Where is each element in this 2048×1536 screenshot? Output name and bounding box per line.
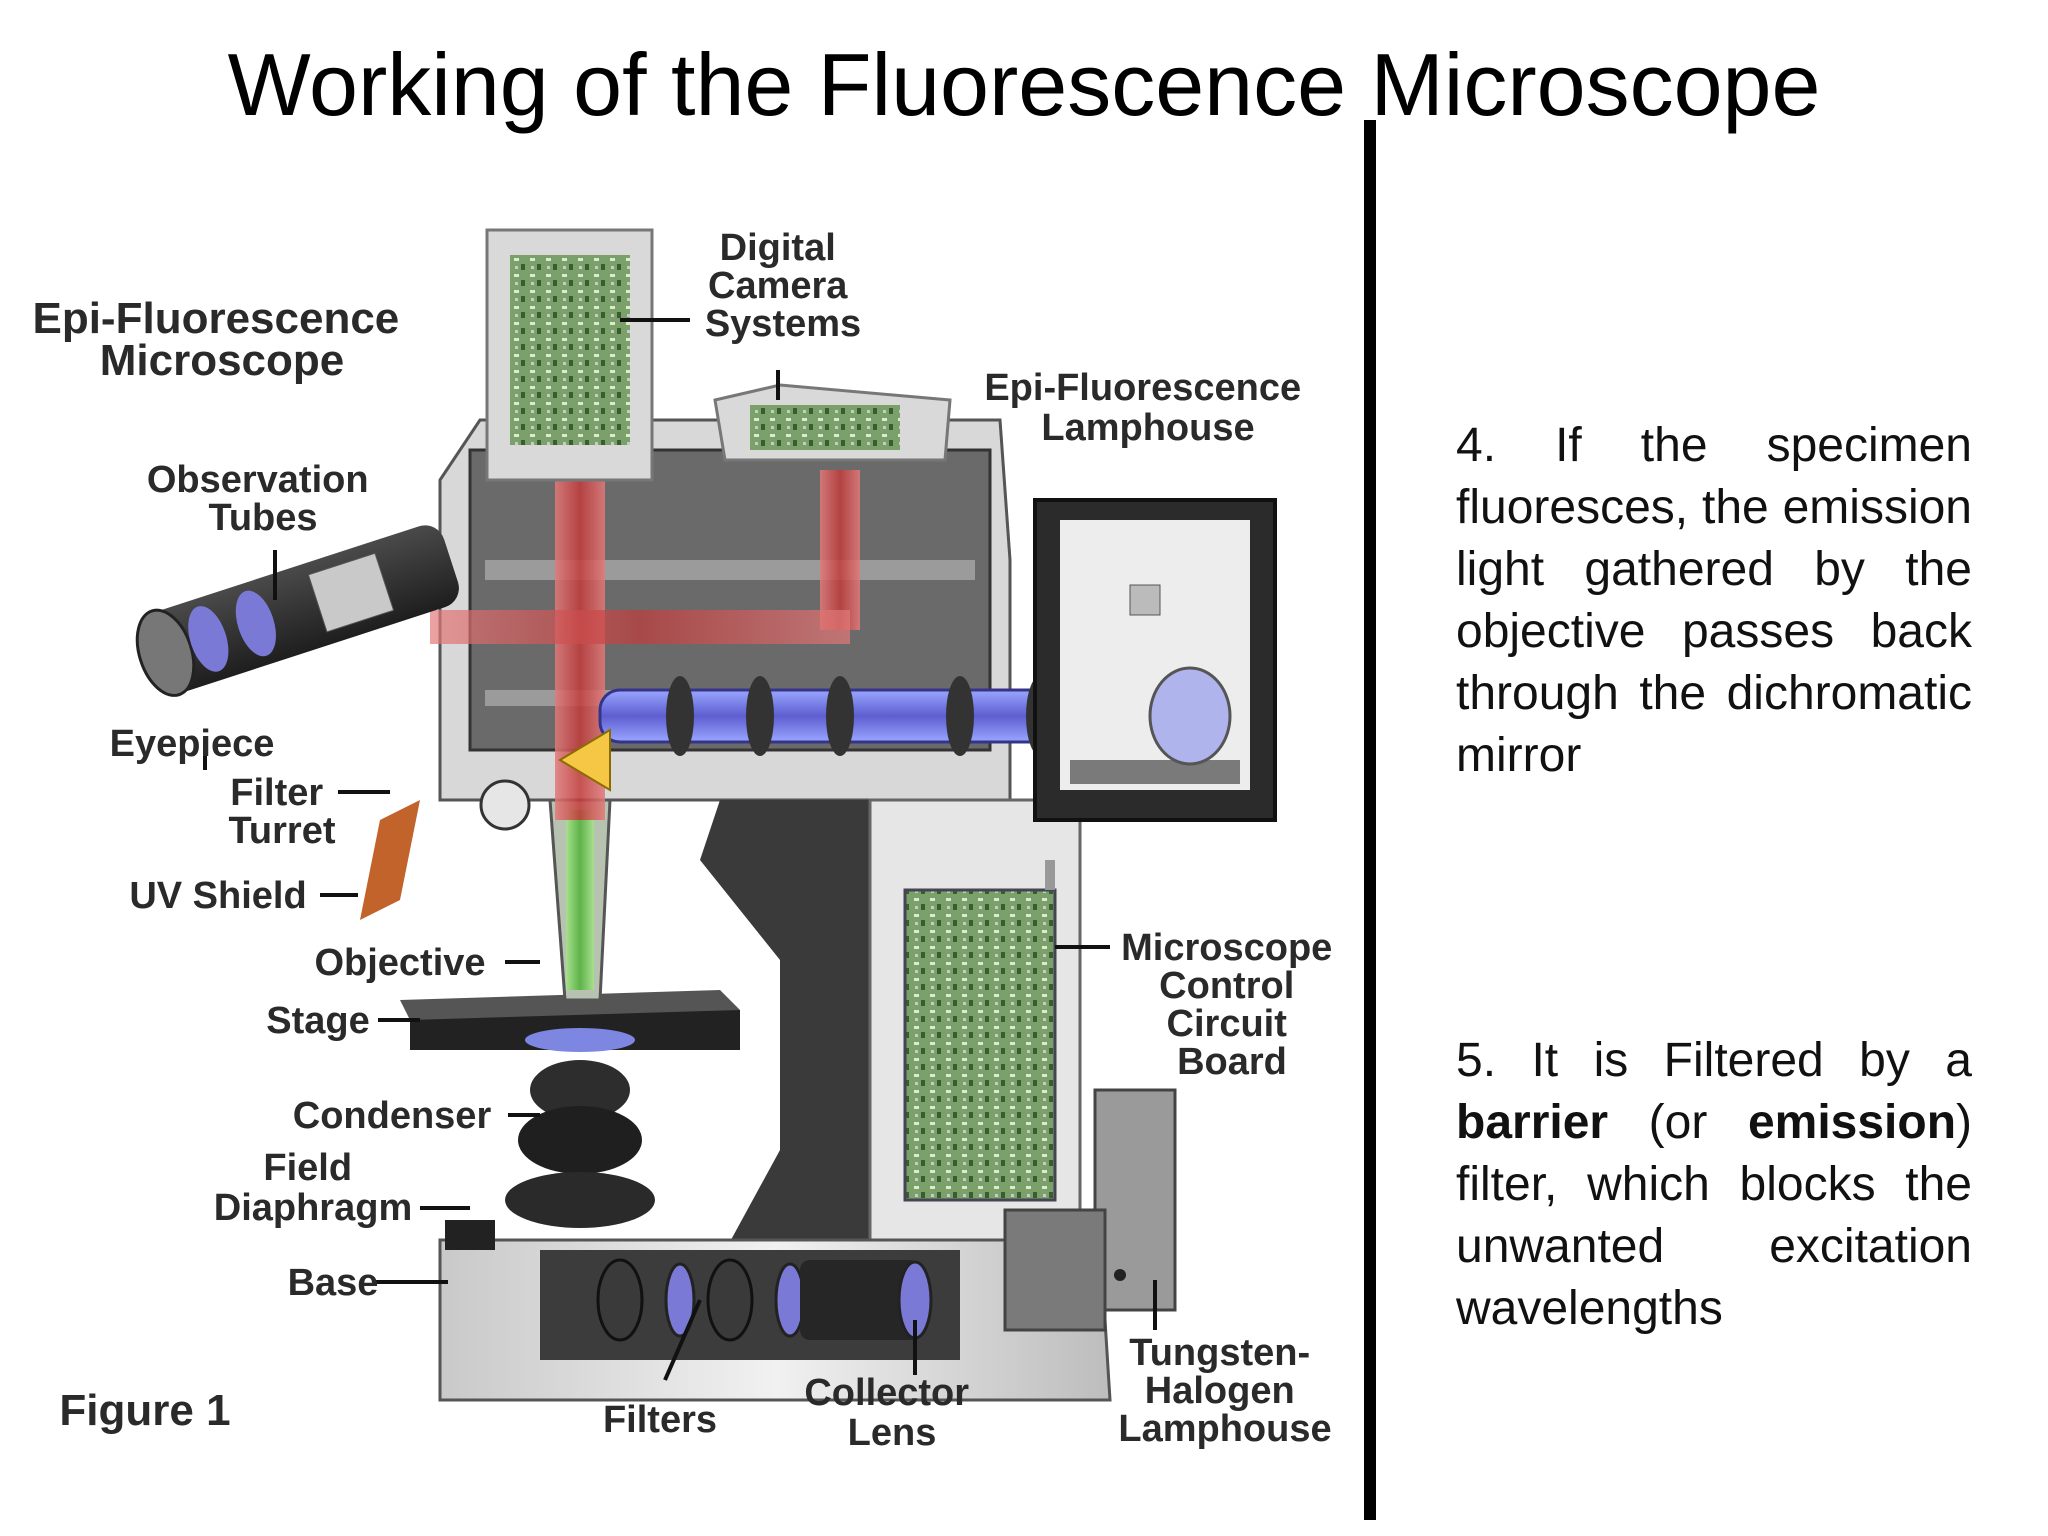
label-stage: Stage	[266, 1000, 369, 1042]
label-collector-lens: Collector Lens	[804, 1372, 979, 1454]
step-5-prefix: 5. It is Filtered by a	[1456, 1034, 1972, 1087]
page-title: Working of the Fluorescence Microscope	[227, 35, 1821, 134]
step-5-emission: emission	[1747, 1096, 1957, 1149]
step-4-text: 4. If the specimen fluoresces, the emiss…	[1456, 419, 1972, 782]
label-control-board: Microscope Control Circuit Board	[1121, 927, 1343, 1083]
label-eyepiece: Eyepiece	[110, 723, 275, 765]
label-objective: Objective	[314, 942, 485, 984]
label-base: Base	[288, 1262, 379, 1304]
label-observation-tubes: Observation Tubes	[147, 459, 379, 539]
step-5-text: 5. It is Filtered by a barrier (or emiss…	[1456, 1030, 1972, 1340]
figure-caption: Figure 1	[59, 1386, 230, 1435]
microscope-illustration	[135, 228, 1277, 1402]
vertical-divider	[1364, 120, 1376, 1520]
step-5-mid: (or	[1608, 1096, 1748, 1149]
label-tungsten-lamphouse: Tungsten- Halogen Lamphouse	[1118, 1332, 1331, 1450]
label-field-diaphragm: Field Diaphragm	[214, 1147, 412, 1229]
diagram-heading: Epi-Fluorescence Microscope	[32, 294, 411, 385]
label-epi-lamphouse: Epi-Fluorescence Lamphouse	[984, 367, 1311, 449]
label-digital-camera: Digital Camera Systems	[705, 227, 861, 345]
microscope-diagram: Epi-Fluorescence Microscope Digital Came…	[32, 227, 1343, 1454]
label-condenser: Condenser	[293, 1095, 492, 1137]
label-uv-shield: UV Shield	[129, 875, 306, 917]
step-5-suffix: ) filter, which blocks the unwanted exci…	[1456, 1096, 1972, 1335]
leader-lines	[203, 318, 1157, 1381]
step-5-barrier: barrier	[1456, 1096, 1609, 1149]
label-filter-turret: Filter Turret	[229, 772, 336, 852]
label-filters: Filters	[603, 1399, 717, 1441]
